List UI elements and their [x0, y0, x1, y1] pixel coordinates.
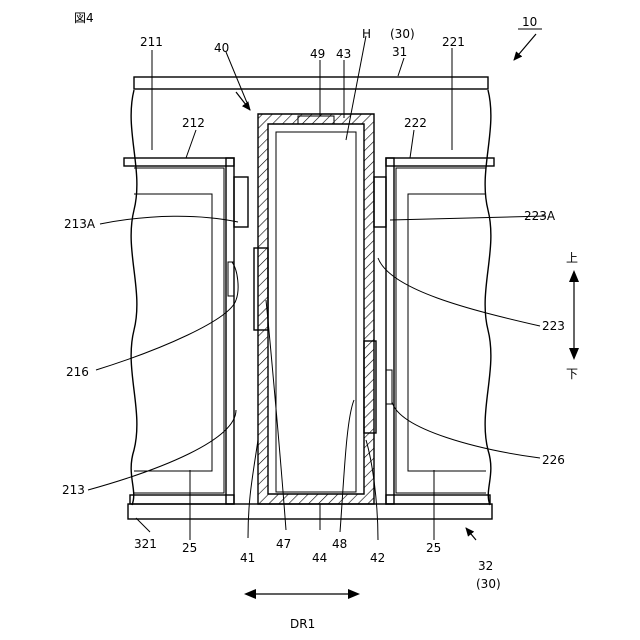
top-plate-31: [134, 77, 488, 89]
label-43: 43: [336, 47, 351, 61]
label-H: H: [362, 27, 371, 41]
label-212: 212: [182, 116, 205, 130]
label-213: 213: [62, 483, 85, 497]
label-222: 222: [404, 116, 427, 130]
label-30-top: (30): [390, 27, 415, 41]
label-216: 216: [66, 365, 89, 379]
leader-lines: [88, 36, 546, 540]
direction-dr1-label: DR1: [290, 617, 315, 631]
right-housing-wall: [386, 158, 394, 504]
label-41: 41: [240, 551, 255, 565]
horizontal-arrowhead-right: [348, 589, 360, 599]
center-housing-40: [258, 114, 374, 504]
left-bracket-213A: [234, 177, 248, 227]
right-housing-bottom: [386, 495, 490, 504]
label-10: 10: [522, 15, 537, 29]
label-25-right: 25: [426, 541, 441, 555]
figure-label: 図4: [74, 11, 94, 25]
right-housing-top-222: [386, 158, 494, 166]
direction-up-label: 上: [566, 251, 578, 265]
label-31: 31: [392, 45, 407, 59]
arrow-32: [466, 528, 476, 540]
left-housing-wall: [226, 158, 234, 504]
horizontal-arrowhead-left: [244, 589, 256, 599]
arrow-40: [236, 92, 250, 110]
label-44: 44: [312, 551, 327, 565]
label-32: 32: [478, 559, 493, 573]
right-tab-226: [386, 370, 392, 404]
right-inner-frame: [396, 168, 486, 493]
center-inner-body-H: [276, 132, 356, 492]
label-223A: 223A: [524, 209, 556, 223]
label-223: 223: [542, 319, 565, 333]
label-221: 221: [442, 35, 465, 49]
right-break-line-outer: [485, 90, 491, 505]
label-49: 49: [310, 47, 325, 61]
left-housing-bottom: [130, 495, 234, 504]
left-inner-frame: [134, 168, 224, 493]
arrow-10: [514, 34, 536, 60]
vertical-arrowhead-up: [569, 270, 579, 282]
right-battery-25: [408, 194, 486, 471]
label-48: 48: [332, 537, 347, 551]
vertical-arrowhead-down: [569, 348, 579, 360]
label-47: 47: [276, 537, 291, 551]
label-42: 42: [370, 551, 385, 565]
label-321: 321: [134, 537, 157, 551]
label-213A: 213A: [64, 217, 96, 231]
left-battery-25: [134, 194, 212, 471]
left-tab-216: [228, 262, 234, 296]
right-bracket-223A: [374, 177, 386, 227]
label-211: 211: [140, 35, 163, 49]
left-housing-top-212: [124, 158, 234, 166]
label-30-bottom: (30): [476, 577, 501, 591]
direction-down-label: 下: [566, 367, 578, 381]
label-226: 226: [542, 453, 565, 467]
label-40: 40: [214, 41, 229, 55]
left-break-line-outer: [131, 90, 137, 505]
label-25-left: 25: [182, 541, 197, 555]
bottom-plate-321: [128, 504, 492, 519]
